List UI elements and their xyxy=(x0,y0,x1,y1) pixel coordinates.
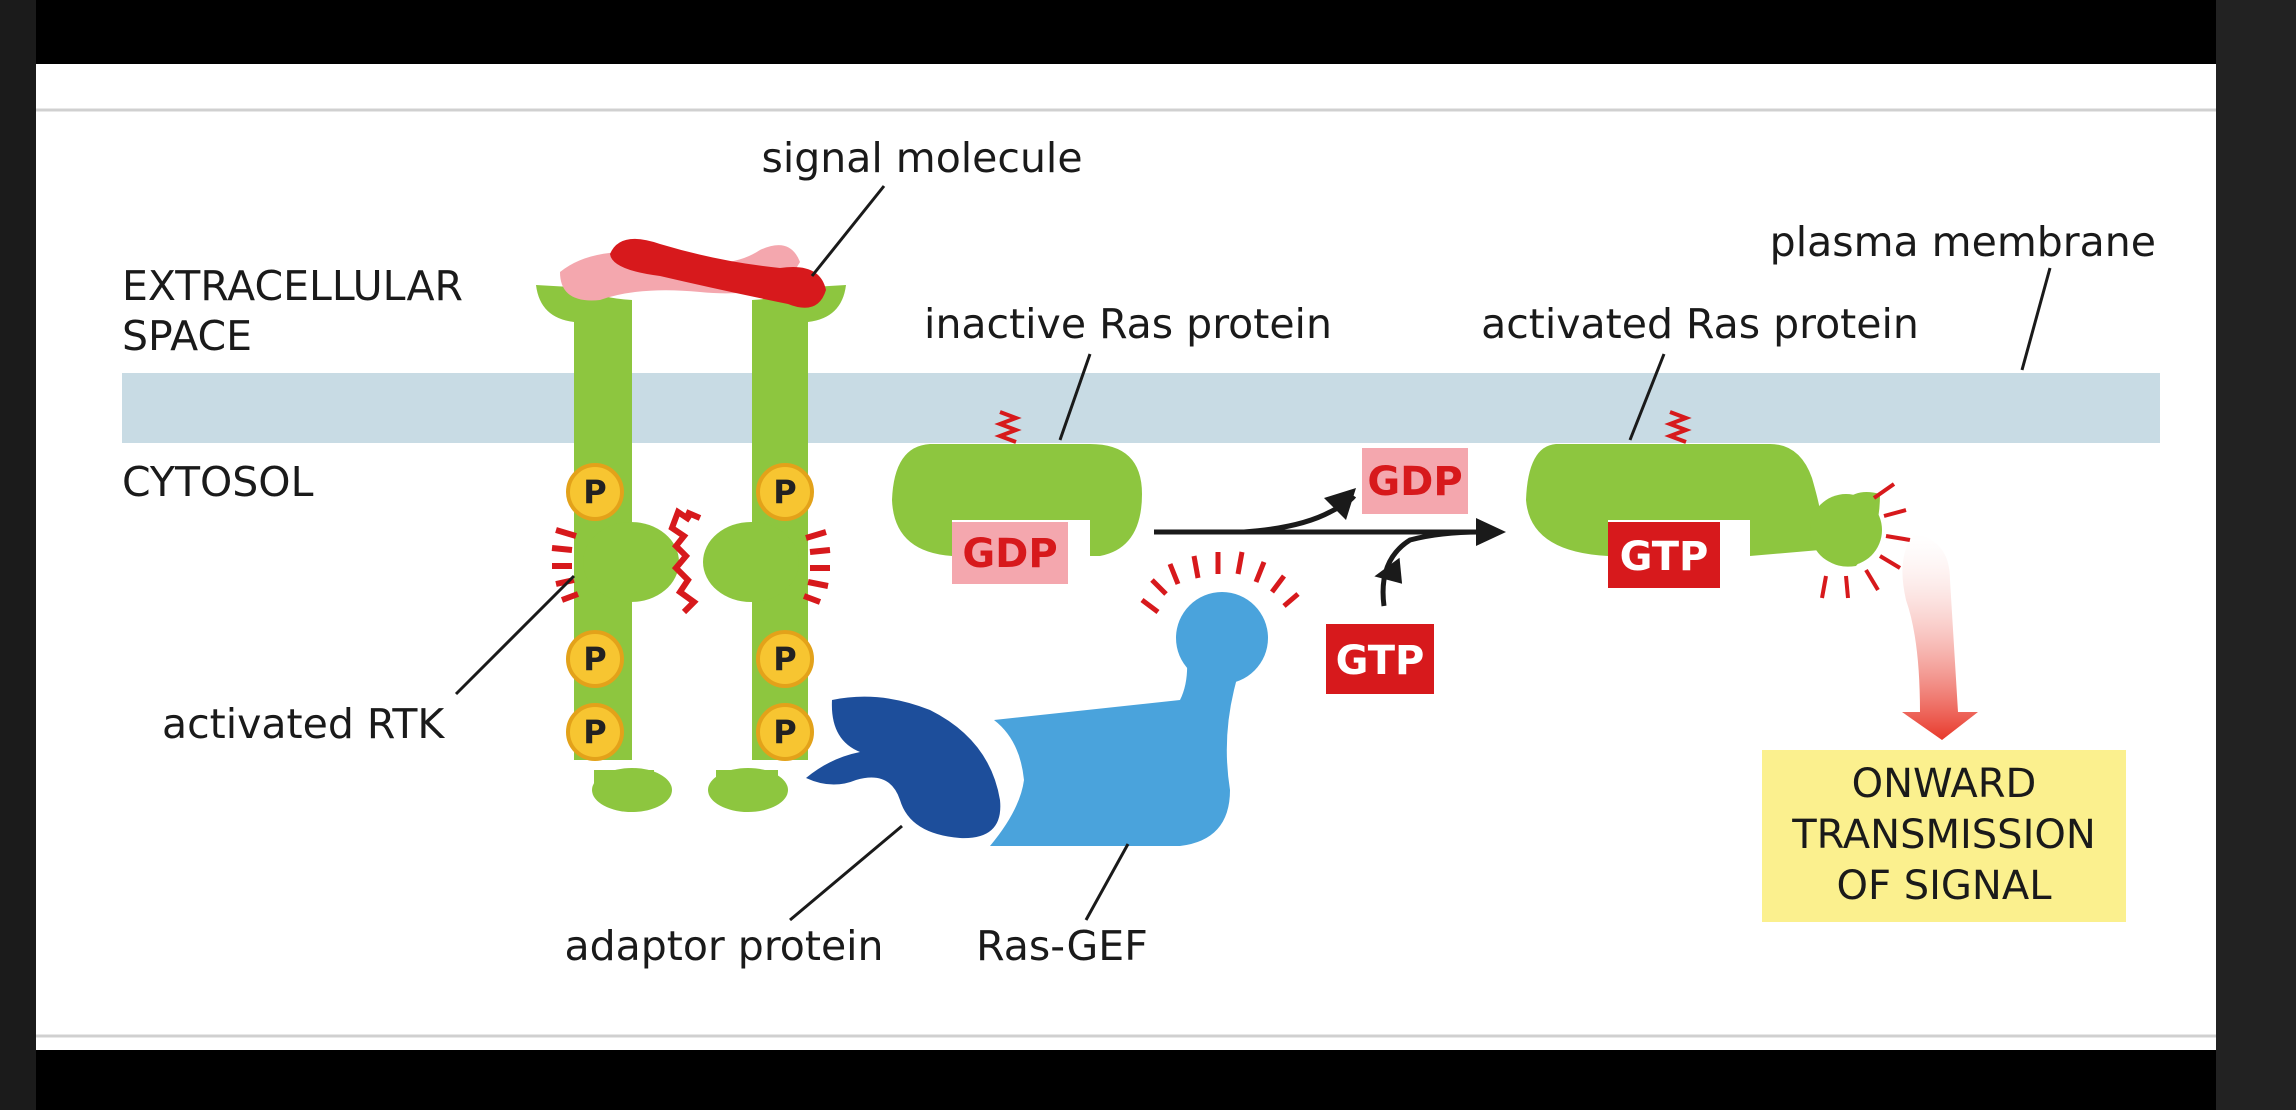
gdp-bound-label: GDP xyxy=(962,531,1057,577)
adaptor-protein xyxy=(806,696,1001,839)
screen-border-left xyxy=(0,0,36,1110)
svg-text:TRANSMISSION: TRANSMISSION xyxy=(1791,812,2096,858)
label-plasma-membrane: plasma membrane xyxy=(1770,218,2156,266)
gtp-chip-bound xyxy=(1608,522,1720,588)
phosphate-left-3: P xyxy=(566,703,624,761)
gdp-released: GDP xyxy=(1362,448,1468,514)
phosphate-right-1: P xyxy=(756,463,814,521)
main-arrowhead xyxy=(1476,518,1506,546)
phosphate-left-2: P xyxy=(566,630,624,688)
onward-arrow xyxy=(1902,534,1978,740)
label-adaptor-protein: adaptor protein xyxy=(564,922,883,970)
phosphate-right-3: P xyxy=(756,703,814,761)
label-ras-gef: Ras-GEF xyxy=(976,922,1148,970)
label-extracellular-1: EXTRACELLULAR xyxy=(122,262,463,310)
leader-lines xyxy=(454,185,2052,922)
svg-text:GTP: GTP xyxy=(1336,638,1425,684)
inactive-ras-protein: GDP xyxy=(892,410,1142,584)
screen-border-right xyxy=(2216,0,2296,1110)
plasma-membrane-band xyxy=(122,373,2160,443)
svg-text:ONWARD: ONWARD xyxy=(1852,761,2037,807)
signal-molecule xyxy=(560,238,826,308)
onward-transmission-box: ONWARD TRANSMISSION OF SIGNAL xyxy=(1762,750,2126,922)
phosphate-right-2: P xyxy=(756,630,814,688)
gtp-bound-label: GTP xyxy=(1620,534,1709,580)
label-signal-molecule: signal molecule xyxy=(761,134,1082,182)
svg-text:P: P xyxy=(583,713,606,751)
label-cytosol: CYTOSOL xyxy=(122,458,314,506)
gdp-chip-bound xyxy=(952,522,1068,584)
activated-ras-protein: GTP xyxy=(1526,410,1911,599)
svg-text:OF SIGNAL: OF SIGNAL xyxy=(1837,863,2053,909)
label-extracellular-2: SPACE xyxy=(122,312,252,360)
gdp-arrowhead xyxy=(1324,488,1356,520)
label-activated-rtk: activated RTK xyxy=(162,700,445,748)
ras-gef xyxy=(990,551,1300,846)
svg-text:P: P xyxy=(773,713,796,751)
phosphate-groups: P P P P P P xyxy=(566,463,814,761)
label-activated-ras: activated Ras protein xyxy=(1481,300,1919,348)
svg-text:P: P xyxy=(773,473,796,511)
label-inactive-ras: inactive Ras protein xyxy=(924,300,1332,348)
phosphate-left-1: P xyxy=(566,463,624,521)
lipid-anchor-active xyxy=(1664,410,1692,444)
svg-text:P: P xyxy=(583,473,606,511)
gtp-incoming: GTP xyxy=(1326,624,1434,694)
svg-text:P: P xyxy=(583,640,606,678)
svg-text:GDP: GDP xyxy=(1367,459,1462,505)
lipid-anchor-inactive xyxy=(994,410,1022,444)
svg-text:P: P xyxy=(773,640,796,678)
gtp-arrowhead xyxy=(1374,557,1403,584)
